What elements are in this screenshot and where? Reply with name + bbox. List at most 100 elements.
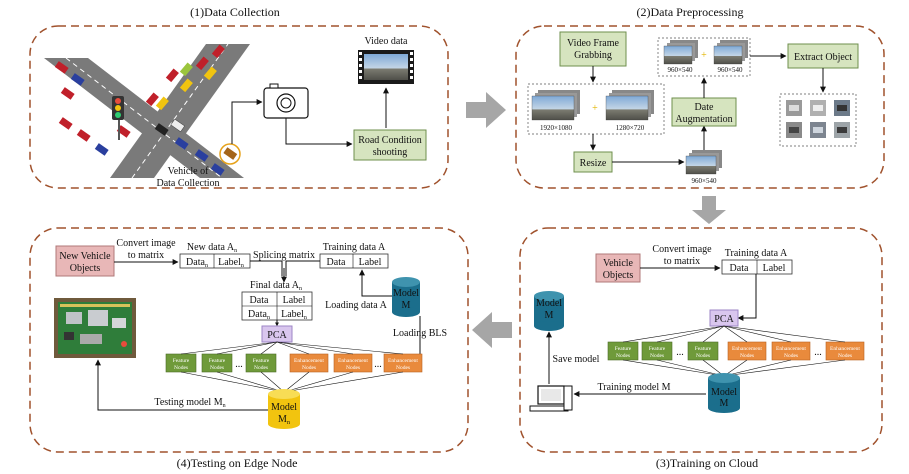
date-aug-label-2: Augmentation [675,114,732,125]
p4-model-cylinder [392,277,420,317]
loading-data-arrow [359,269,392,297]
flow-arrow-right [466,92,506,128]
new-data-label-cell: Labeln [218,257,244,269]
svg-text:Feature: Feature [649,346,666,352]
res-960-aug-a-label: 960×540 [668,66,693,74]
panel-title-training-on-cloud: (3)Training on Cloud [656,456,758,470]
p3-label-cell: Label [763,263,786,274]
panel-testing-on-edge [29,227,469,453]
training-model-label: Training model M [598,382,671,393]
video-frame-grabbing-box [559,31,627,67]
save-model-label: Save model [553,354,600,365]
new-data-label: New data An [187,242,237,254]
res-960-aug-b-label: 960×540 [718,66,743,74]
date-augmentation-box [671,97,737,127]
p3-saved-model-label-1: Model [536,298,562,309]
computer-icon [529,385,573,412]
panel-data-preprocessing [515,25,885,189]
road-condition-label-1: Road Condition [358,135,422,146]
new-vehicle-label-2: Objects [70,263,101,274]
frames-1920-icon [531,90,580,121]
date-aug-label-1: Date [695,102,714,113]
road-condition-box [353,129,427,161]
frames-960-aug-b-icon [713,40,748,65]
p3-model-cylinder [708,373,740,413]
splice-from-training [285,260,320,276]
res-1280-label: 1280×720 [616,124,645,132]
svg-text:Enhancement: Enhancement [732,346,762,352]
svg-text:Enhancement: Enhancement [294,358,324,364]
panel-title-data-collection: (1)Data Collection [190,5,280,19]
testing-model-label: Testing model Mn [154,397,225,409]
model-mn-label-1: Model [271,402,297,413]
panel-title-testing-on-edge: (4)Testing on Edge Node [177,456,298,470]
panel-training-on-cloud [519,227,883,453]
model-mn-cylinder [268,389,300,429]
final-label-n-cell: Labeln [281,309,307,321]
resize-label: Resize [580,158,607,169]
vehicle-collection-label-1: Vehicle of [168,166,209,177]
extracted-objects-group [779,93,857,147]
plus-sign-1: + [592,103,598,114]
res-1920-label: 1920×1080 [540,124,572,132]
loading-data-label: Loading data A [325,300,387,311]
p4-model-label-2: M [402,300,411,311]
p3-feature-ellipsis: ... [676,347,684,358]
p4-enh-ellipsis: ... [374,359,382,370]
final-data-cell: Data [250,295,269,306]
vehicle-objects-label-1: Vehicle [603,258,634,269]
frame-group [527,83,665,135]
flow-arrow-left [472,312,512,348]
svg-text:Enhancement: Enhancement [388,358,418,364]
new-vehicle-objects-box [55,245,115,277]
p3-convert-label-1: Convert image [652,244,712,255]
p3-saved-model-label-2: M [545,310,554,321]
svg-text:Nodes: Nodes [784,353,798,359]
p3-saved-model-cylinder [534,291,564,331]
final-data-n-cell: Datan [248,309,270,321]
panel-data-collection [29,25,449,189]
p4-feature-ellipsis: ... [235,359,243,370]
flow-arrow-down [692,196,726,224]
splice-from-new [250,260,283,276]
splicing-matrix-label: Splicing matrix [253,250,315,261]
p3-connection-lines [622,325,846,377]
vehicle-objects-label-2: Objects [603,270,634,281]
svg-text:Enhancement: Enhancement [776,346,806,352]
vehicle-collection-label-2: Data Collection [156,178,219,189]
new-vehicle-label-1: New Vehicle [59,251,111,262]
collection-vehicle-icon [223,147,238,160]
vehicle-to-camera-arrow [231,99,263,144]
panel-title-data-preprocessing: (2)Data Preprocessing [637,5,744,19]
svg-text:Nodes: Nodes [740,353,754,359]
frames-1280-icon [605,90,654,121]
p4-training-data-label: Training data A [323,242,386,253]
p3-training-data-label: Training data A [725,248,788,259]
svg-text:Feature: Feature [253,358,270,364]
svg-text:Nodes: Nodes [650,353,664,359]
p3-model-label-2: M [720,398,729,409]
svg-text:Nodes: Nodes [254,365,268,371]
p3-model-label-1: Model [711,387,737,398]
frames-960-aug-a-icon [663,40,698,65]
final-data-label: Final data An [250,280,302,292]
p3-pca-label: PCA [714,314,734,325]
camera-to-shooting-arrow [285,118,353,147]
extracted-car-thumbnails [786,100,850,138]
video-data-icon [358,50,414,84]
svg-text:Enhancement: Enhancement [338,358,368,364]
svg-text:Nodes: Nodes [696,353,710,359]
svg-text:Feature: Feature [695,346,712,352]
svg-text:Nodes: Nodes [210,365,224,371]
plus-sign-2: + [701,50,707,61]
video-data-label: Video data [365,36,409,47]
svg-text:Feature: Feature [615,346,632,352]
p4-node-labels: Feature Nodes Feature Nodes Feature Node… [173,358,419,371]
svg-text:Enhancement: Enhancement [830,346,860,352]
vehicle-objects-box [595,253,641,283]
p3-data-cell: Data [730,263,749,274]
road-condition-label-2: shooting [373,147,407,158]
frames-960-resized-icon [685,150,722,175]
p4-label-cell: Label [359,257,382,268]
